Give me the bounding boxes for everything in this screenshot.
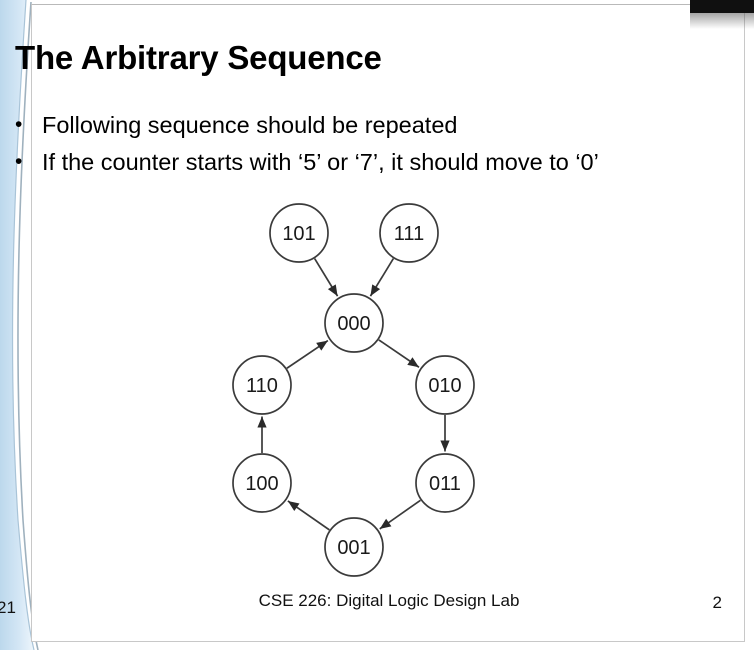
footer-page-number: 2 xyxy=(712,593,722,612)
state-node-label: 001 xyxy=(337,537,370,559)
diagram-edge-arrowhead xyxy=(407,357,419,368)
slide-footer: CSE 226: Digital Logic Design Lab xyxy=(32,591,746,613)
state-node-circle xyxy=(324,517,384,577)
state-node-label: 011 xyxy=(429,473,461,495)
state-node-111: 111 xyxy=(379,203,439,263)
diagram-edges xyxy=(257,258,450,531)
top-bar-shadow xyxy=(690,13,754,29)
diagram-edge-arrowhead xyxy=(370,284,381,297)
state-node-circle xyxy=(232,453,292,513)
slide-content: The Arbitrary Sequence • Following seque… xyxy=(15,5,746,641)
state-node-label: 111 xyxy=(394,223,424,245)
diagram-edge-arrowhead xyxy=(257,416,267,428)
bullet-marker-icon: • xyxy=(15,150,23,173)
state-node-100: 100 xyxy=(232,453,292,513)
state-node-circle xyxy=(415,355,475,415)
state-node-010: 010 xyxy=(415,355,475,415)
state-node-101: 101 xyxy=(269,203,329,263)
diagram-edge-arrowhead xyxy=(440,440,450,452)
top-black-bar xyxy=(690,0,754,13)
footer-course-text: CSE 226: Digital Logic Design Lab xyxy=(258,591,520,610)
bullet-text: If the counter starts with ‘5’ or ‘7’, i… xyxy=(42,149,599,175)
state-node-circle xyxy=(379,203,439,263)
state-transition-diagram: 101 111 000 110 010 100 011 001 xyxy=(192,195,522,585)
state-node-circle xyxy=(269,203,329,263)
state-node-001: 001 xyxy=(324,517,384,577)
state-node-circle xyxy=(232,355,292,415)
page-title: The Arbitrary Sequence xyxy=(15,39,382,76)
state-node-label: 100 xyxy=(245,473,278,495)
bullet-marker-icon: • xyxy=(15,113,23,136)
diagram-nodes: 101 111 000 110 010 100 011 001 xyxy=(232,203,475,577)
diagram-edge-arrowhead xyxy=(287,500,300,512)
bullet-list: • Following sequence should be repeated … xyxy=(15,110,754,184)
footer-left-clipped-number: 21 xyxy=(0,598,16,617)
diagram-canvas: 101 111 000 110 010 100 011 001 xyxy=(232,203,475,577)
left-band-shape xyxy=(0,0,39,650)
state-node-circle xyxy=(415,453,475,513)
list-item: • Following sequence should be repeated xyxy=(15,110,754,140)
state-node-circle xyxy=(324,293,384,353)
diagram-edge-arrowhead xyxy=(327,284,338,297)
list-item: • If the counter starts with ‘5’ or ‘7’,… xyxy=(15,147,754,177)
state-node-label: 000 xyxy=(337,313,370,335)
diagram-edge-arrowhead xyxy=(379,518,392,529)
diagram-edge-arrowhead xyxy=(316,340,328,351)
state-node-011: 011 xyxy=(415,453,475,513)
bullet-text: Following sequence should be repeated xyxy=(42,112,458,138)
state-node-label: 101 xyxy=(282,223,315,245)
slide-page: The Arbitrary Sequence • Following seque… xyxy=(15,4,746,642)
state-node-label: 010 xyxy=(428,375,461,397)
state-node-000: 000 xyxy=(324,293,384,353)
state-node-110: 110 xyxy=(232,355,292,415)
state-node-label: 110 xyxy=(246,375,278,397)
decorative-left-band xyxy=(0,0,40,650)
